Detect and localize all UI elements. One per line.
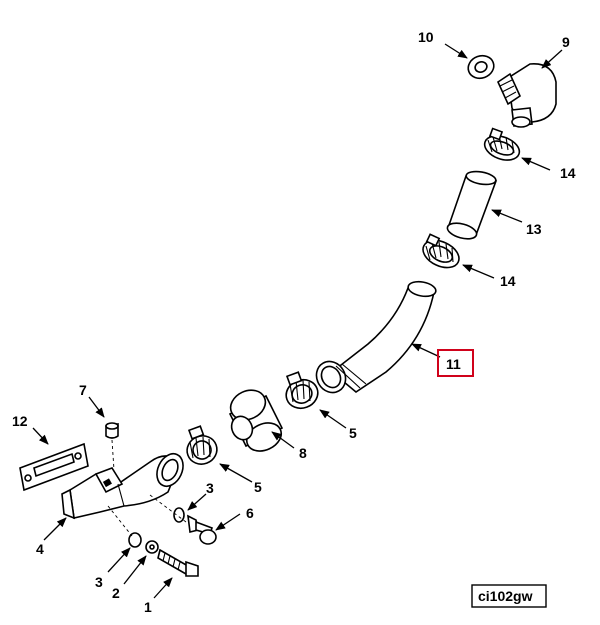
plate-gasket-part [19, 442, 89, 492]
callout-11-highlight [437, 349, 474, 377]
short-hose-part [228, 389, 284, 452]
straight-hose-part [446, 170, 498, 240]
callout-8: 8 [299, 445, 307, 461]
callout-3-lower: 3 [95, 574, 103, 590]
leader-5a [319, 409, 347, 429]
callout-5-lower: 5 [254, 479, 262, 495]
leader-6 [215, 513, 241, 531]
callout-1: 1 [144, 599, 152, 615]
figure-id-box: ci102gw [471, 584, 547, 608]
leader-12 [32, 427, 49, 445]
bent-hose-part [315, 280, 437, 394]
leader-2 [123, 555, 147, 585]
callout-11: 11 [446, 356, 461, 372]
leader-14b [462, 264, 495, 279]
upper-clamp-part [483, 127, 521, 161]
lower-clamp-5-part [186, 425, 218, 465]
washer-bolt-left-part [107, 505, 199, 577]
callout-12: 12 [12, 413, 28, 429]
callout-10: 10 [418, 29, 434, 45]
leader-14a [521, 157, 551, 171]
middle-clamp-part [285, 371, 319, 410]
leader-3a [187, 493, 207, 511]
callout-14-upper: 14 [560, 165, 576, 181]
callout-5-upper: 5 [349, 425, 357, 441]
callout-7: 7 [79, 382, 87, 398]
leader-1 [153, 577, 173, 599]
leader-8 [271, 431, 295, 449]
leader-11 [411, 343, 441, 358]
callout-13: 13 [526, 221, 542, 237]
callout-9: 9 [562, 34, 570, 50]
leader-9 [541, 49, 563, 69]
leader-10 [444, 43, 468, 59]
callout-labels: 10 9 14 13 14 11 7 12 8 5 5 3 6 4 3 2 1 [12, 29, 576, 615]
callout-2: 2 [112, 585, 120, 601]
leader-4 [43, 517, 67, 541]
leader-13 [491, 209, 523, 223]
bracket-tube-part [61, 452, 184, 520]
leader-lines [32, 43, 563, 599]
plug-part [105, 422, 119, 471]
callout-6: 6 [246, 505, 254, 521]
figure-id-label: ci102gw [478, 588, 533, 604]
leader-3b [107, 547, 131, 573]
lower-clamp-part [422, 233, 460, 269]
callout-3-upper: 3 [206, 480, 214, 496]
callout-14-lower: 14 [500, 273, 516, 289]
gasket-part [467, 54, 495, 80]
washer-bolt-right-part [149, 494, 217, 545]
callout-4: 4 [36, 541, 44, 557]
leader-7 [88, 396, 105, 418]
elbow-fitting-part [496, 63, 557, 128]
leader-5b [219, 463, 253, 483]
